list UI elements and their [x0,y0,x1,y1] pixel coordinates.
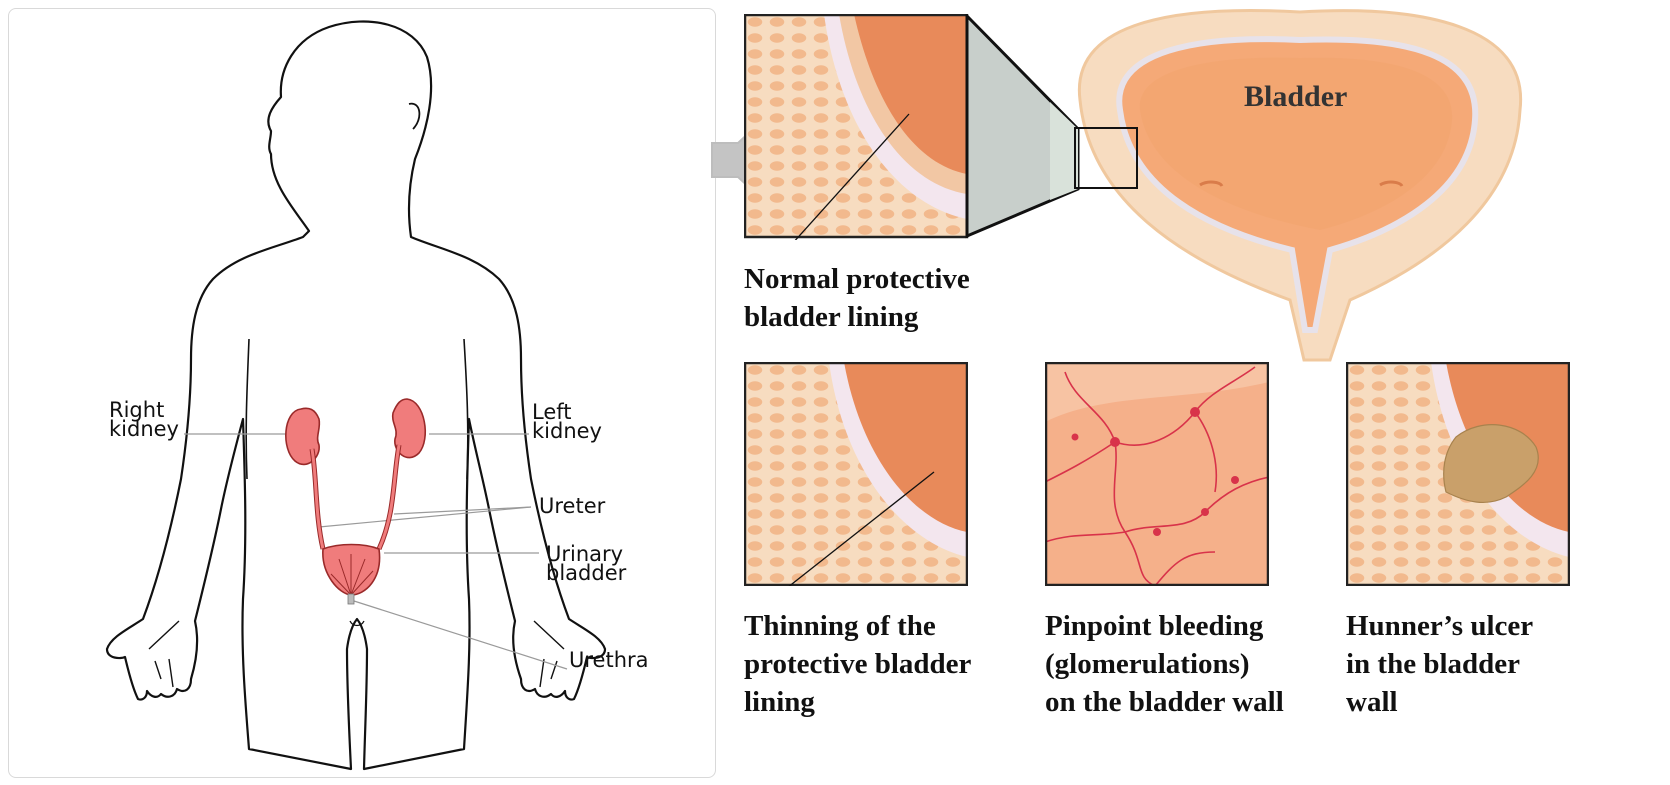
urethra-label: Urethra [569,651,649,670]
thinning-caption-line2: protective bladder [744,645,971,683]
left-ureter-fill [379,445,399,549]
left-kidney-label-line2: kidney [532,422,602,441]
normal-lining-caption-line2: bladder lining [744,298,970,336]
normal-lining-caption: Normal protective bladder lining [744,260,970,336]
ulcer-caption-line3: wall [1346,683,1533,721]
pinpoint-bleeding-caption: Pinpoint bleeding (glomerulations) on th… [1045,607,1284,721]
right-ureter-fill [312,449,323,549]
ear-outline [409,104,419,129]
normal-lining-caption-line1: Normal protective [744,260,970,298]
urethra-organ [348,594,354,604]
bladder-illustration [1060,0,1530,370]
anatomy-panel: Right kidney Left kidney Ureter Urinary … [8,8,716,778]
ureter-label: Ureter [539,497,605,516]
thinning-caption-line1: Thinning of the [744,607,971,645]
bleeding-caption-line3: on the bladder wall [1045,683,1284,721]
thinning-caption-line3: lining [744,683,971,721]
thinning-lining-caption: Thinning of the protective bladder linin… [744,607,971,721]
pinpoint-bleeding-closeup [1045,362,1269,586]
right-kidney-label-line2: kidney [109,420,179,439]
bladder-title: Bladder [1244,80,1347,114]
thinning-lining-closeup [744,362,968,586]
right-kidney-label: Right kidney [109,401,179,439]
hunners-ulcer-caption: Hunner’s ulcer in the bladder wall [1346,607,1533,721]
bleeding-caption-line2: (glomerulations) [1045,645,1284,683]
left-kidney-label: Left kidney [532,403,602,441]
hunners-ulcer-closeup [1346,362,1570,586]
bleeding-caption-line1: Pinpoint bleeding [1045,607,1284,645]
ulcer-caption-line1: Hunner’s ulcer [1346,607,1533,645]
urinary-bladder-label: Urinary bladder [546,545,626,583]
urinary-bladder-label-line2: bladder [546,564,626,583]
ulcer-caption-line2: in the bladder [1346,645,1533,683]
